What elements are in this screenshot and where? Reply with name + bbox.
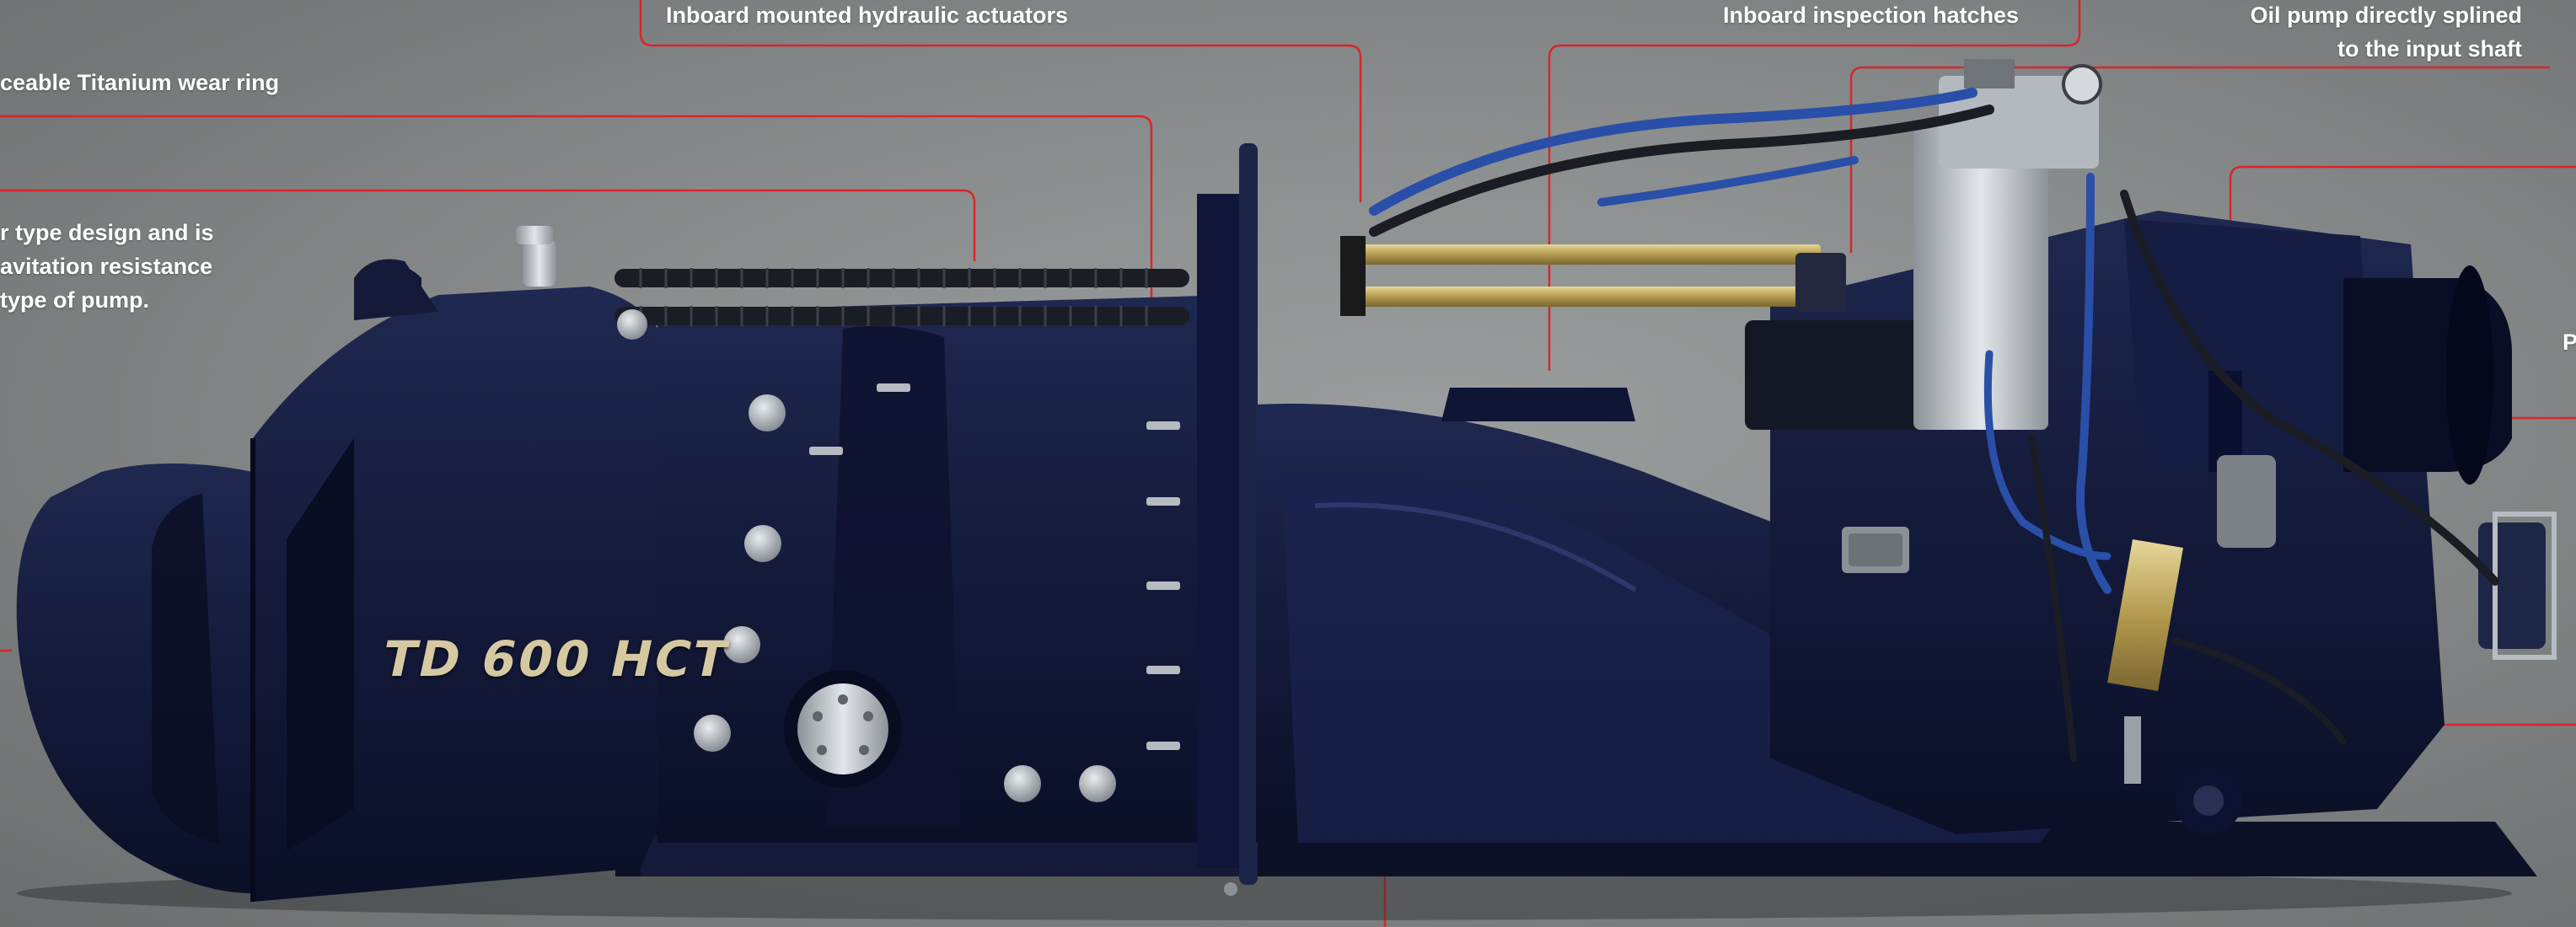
- hydraulic-actuator-rod: [1340, 236, 1846, 316]
- callout-hydraulic-actuators: Inboard mounted hydraulic actuators: [666, 3, 1069, 28]
- lifting-eye: [354, 259, 438, 320]
- hydraulic-hoses: [1369, 88, 2499, 762]
- callout-design-description: r type design and is avitation resistanc…: [0, 216, 214, 317]
- callout-design-line-3: type of pump.: [0, 287, 149, 313]
- housing-bolts: [617, 309, 1116, 802]
- callout-inspection-hatches: Inboard inspection hatches: [1723, 3, 2020, 28]
- bellows-ridges: [639, 268, 1148, 326]
- brass-cylinder: [2107, 539, 2242, 834]
- callout-oil-pump-line-1: Oil pump directly splined: [2250, 3, 2522, 28]
- steering-pivot-bolt: [516, 226, 553, 244]
- leader-line-design: [0, 189, 976, 261]
- tie-rod-end: [523, 240, 556, 287]
- nozzle-housing: [16, 265, 693, 902]
- bearing-cap: [784, 670, 902, 788]
- flange-fasteners: [809, 383, 1180, 750]
- leader-line-titanium-ring: [0, 115, 1153, 581]
- main-casing: [657, 143, 1258, 885]
- callout-edge-letter: P: [2563, 330, 2576, 355]
- leader-line-upper-right: [2229, 165, 2576, 228]
- callout-oil-pump: Oil pump directly splined to the input s…: [2242, 0, 2522, 66]
- floor-shadow: [17, 866, 2512, 920]
- hydraulic-power-unit: [1745, 59, 2102, 430]
- inspection-hatch-plates: [1441, 388, 1909, 573]
- callout-oil-pump-line-2: to the input shaft: [2337, 36, 2522, 62]
- leader-line-oil-pump: [1849, 66, 2550, 253]
- leader-line-hatches: [1548, 0, 2081, 371]
- callout-titanium-wear-ring: ceable Titanium wear ring: [0, 70, 280, 95]
- oil-filter: [2217, 455, 2276, 548]
- callout-design-line-2: avitation resistance: [0, 254, 213, 279]
- leader-line-actuators: [639, 0, 1362, 202]
- callout-design-line-1: r type design and is: [0, 220, 214, 245]
- model-nameplate: TD 600 HCT: [377, 630, 736, 688]
